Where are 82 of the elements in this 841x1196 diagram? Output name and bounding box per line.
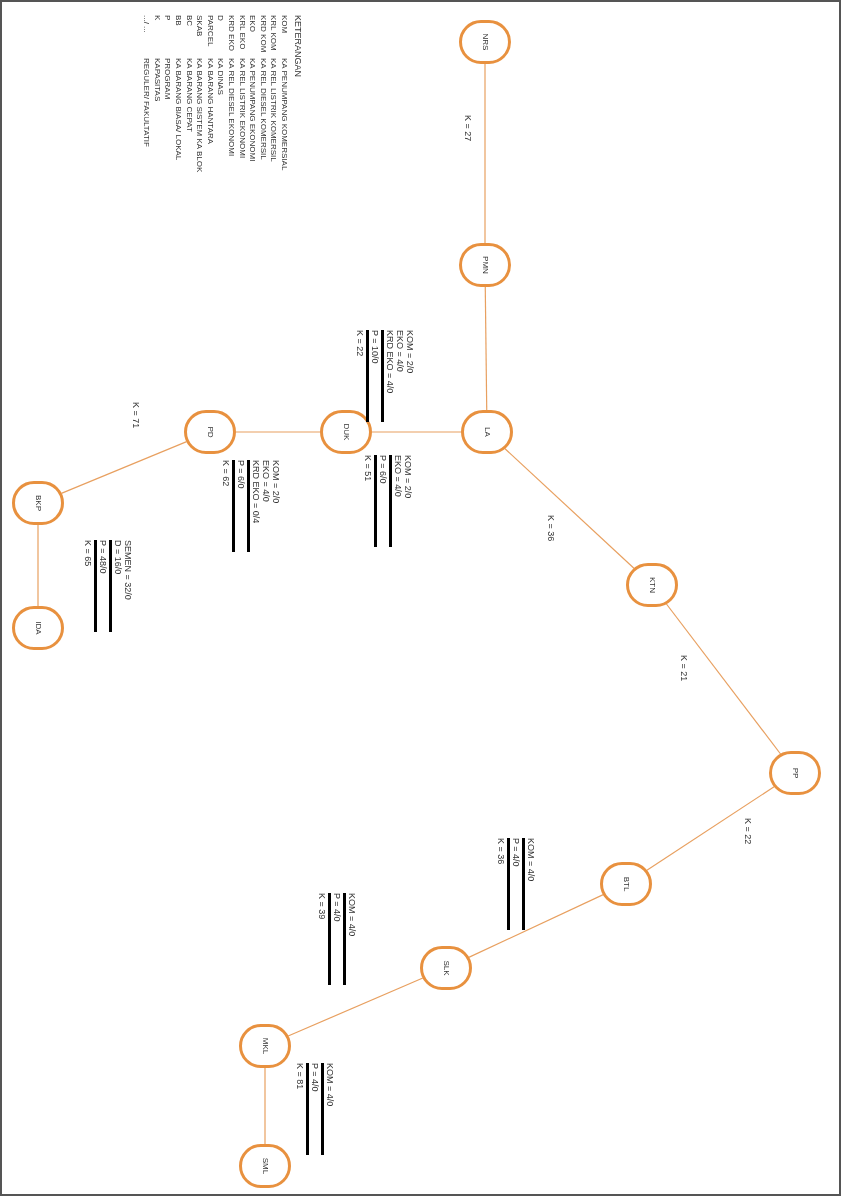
train-count-row-text: K = 51 [363, 455, 373, 484]
track-line [503, 447, 636, 570]
abbreviation-meaning: KA BARANG HANTARA [205, 58, 215, 145]
train-count-row-text: KRD EKO = 0/4 [251, 460, 261, 526]
train-count-row-text: P = 48/0 [98, 540, 108, 576]
station-code: BKP [34, 495, 42, 511]
station-code: LA [483, 427, 491, 437]
train-count-row-text: KOM = 4/0 [526, 838, 536, 884]
station-code: MKL [261, 1037, 269, 1055]
train-count-row-text: KRD EKO = 4/0 [385, 330, 395, 396]
abbreviation-meaning: KA REL LISTRIK EKONOMI [237, 58, 247, 159]
train-count-row-text: KOM = 2/0 [271, 460, 281, 506]
track-line [484, 63, 486, 244]
station-code: DUK [342, 423, 350, 441]
abbreviation: PARCEL [205, 15, 215, 47]
abbreviation: KRL EKO [237, 15, 247, 50]
track-line [484, 286, 488, 411]
abbreviation: KRD EKO [227, 15, 236, 51]
abbreviation-meaning: KA BARANG CEPAT [184, 58, 194, 132]
track-line [645, 785, 776, 872]
train-count-row-text: EKO = 4/0 [393, 455, 403, 499]
edge-label: K = 27 [463, 115, 473, 142]
edge-label: K = 36 [546, 515, 556, 542]
abbreviation: EKO [248, 15, 258, 32]
abbreviation-meaning: KAPASITAS [152, 58, 162, 102]
abbreviation: P [163, 15, 173, 21]
abbreviation: KRD KOM [258, 15, 268, 53]
track-line [264, 1067, 266, 1145]
station-code: BTL [622, 876, 630, 892]
train-count-row-text: K = 65 [83, 540, 93, 569]
train-count-row-text: KOM = 4/0 [347, 893, 357, 939]
train-count-row-text: EKO = 4/0 [395, 330, 405, 374]
station-code: PMN [481, 256, 489, 274]
train-count-row-text: K = 36 [496, 838, 506, 867]
station-code: KTN [648, 577, 656, 593]
abbreviation-meaning: KA REL LISTRIK KOMERSIL [269, 58, 279, 162]
train-count-row-text: P = 6/0 [378, 455, 388, 486]
abbreviation: KOM [280, 15, 289, 34]
train-count-row-text: K = 39 [317, 893, 327, 922]
track-line [37, 524, 39, 607]
abbreviation: .../ ... [142, 15, 152, 33]
train-count-row-text: K = 22 [355, 330, 365, 359]
train-count-row-text: EKO = 4/0 [261, 460, 271, 504]
train-count-row-text: P = 4/0 [511, 838, 521, 869]
station-code: PP [791, 767, 799, 779]
abbreviation-meaning: REGULER/ FAKULTATIF [142, 58, 152, 147]
abbreviation: K [152, 15, 162, 21]
station-code: NRS [481, 33, 489, 51]
abbreviation: KRL KOM [269, 15, 279, 51]
train-count-row-text: KOM = 2/0 [403, 455, 413, 501]
train-count-row-text: SEMEN = 32/0 [123, 540, 133, 602]
abbreviation: BC [184, 15, 194, 27]
station-code: SML [261, 1157, 269, 1175]
station-code: SLK [442, 960, 450, 976]
abbreviation: D [216, 15, 226, 21]
abbreviation-meaning: KA PENUMPANG EKONOMI [248, 58, 258, 162]
abbreviation-meaning: KA REL DIESEL KOMERSIL [258, 58, 268, 160]
train-count-row-text: P = 4/0 [310, 1063, 320, 1094]
train-count-row-text: D = 16/0 [113, 540, 123, 577]
station-code: PD [206, 426, 214, 438]
train-count-row-text: K = 81 [295, 1063, 305, 1092]
edge-label: K = 22 [743, 818, 753, 845]
edge-label: K = 71 [131, 402, 141, 429]
train-count-row-text: K = 62 [221, 460, 231, 489]
train-count-row-text: P = 4/0 [332, 893, 342, 924]
track-line [235, 431, 321, 433]
abbreviation-meaning: KA PENUMPANG KOMERSIAL [280, 58, 289, 171]
abbreviation-meaning: KA REL DIESEL EKONOMI [227, 58, 236, 157]
abbreviation-meaning: KA BARANG BIASA/ LOKAL [174, 58, 183, 161]
station-code: IDA [34, 621, 42, 635]
track-line [371, 431, 462, 433]
train-count-row-text: P = 10/0 [370, 330, 380, 366]
key-heading: KETERANGAN [293, 15, 303, 77]
abbreviation-meaning: KA DINAS [216, 58, 226, 95]
abbreviation: BB [174, 15, 183, 26]
abbreviation: SKAB [195, 15, 205, 37]
train-count-row-text: KOM = 4/0 [325, 1063, 335, 1109]
edge-label: K = 21 [679, 655, 689, 682]
train-count-row-text: KOM = 2/0 [405, 330, 415, 376]
abbreviation-meaning: KA BARANG SISTEM KA BLOK [195, 58, 205, 173]
train-count-row-text: P = 6/0 [236, 460, 246, 491]
abbreviation-meaning: PROGRAM [163, 58, 173, 100]
